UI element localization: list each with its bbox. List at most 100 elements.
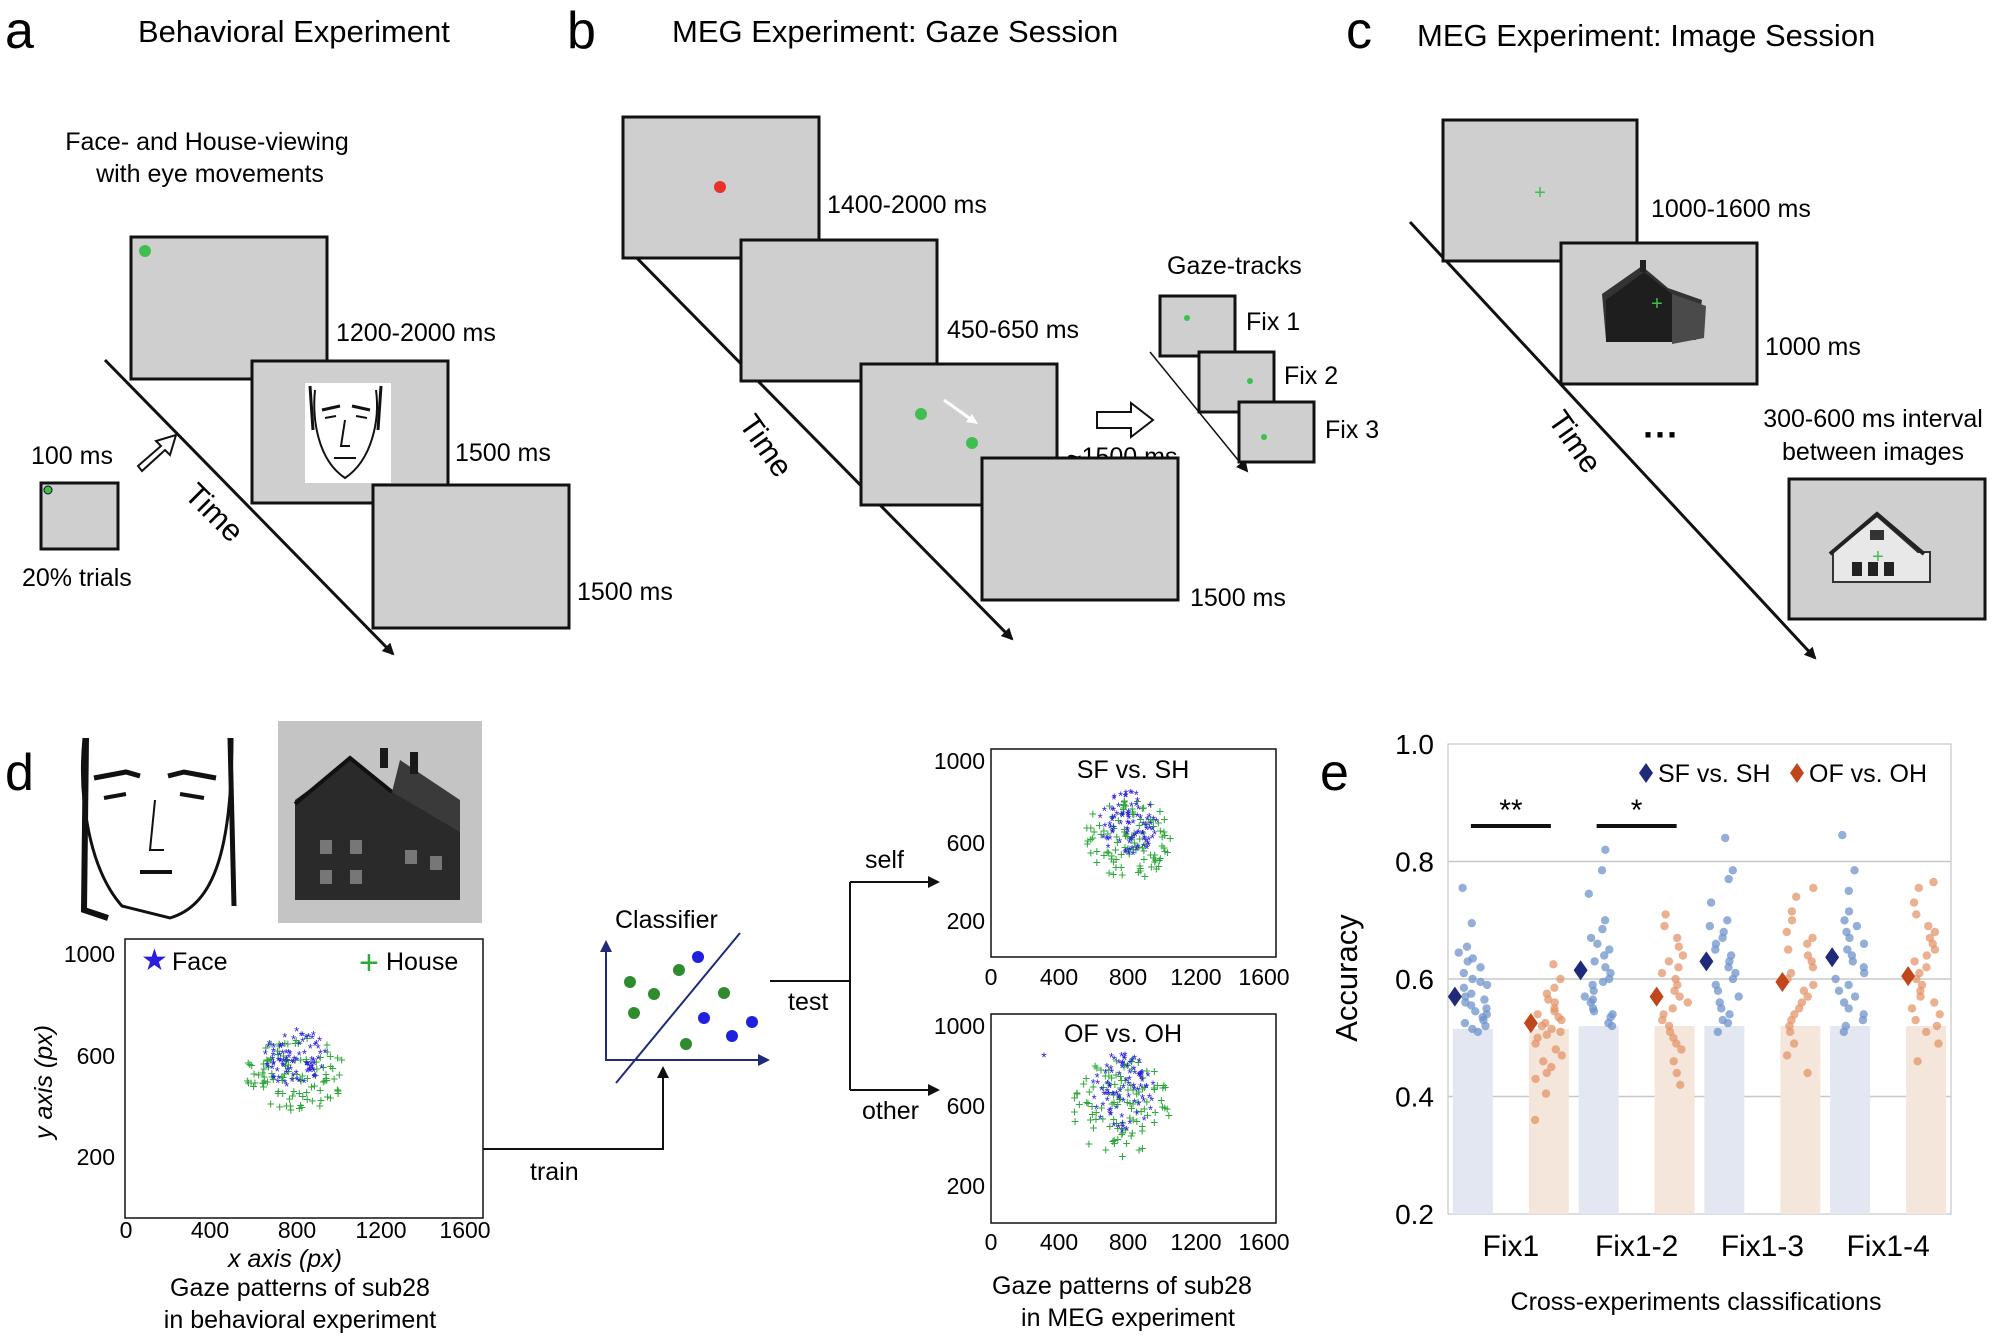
house-gaze-point: + — [1158, 1099, 1166, 1115]
face-gaze-point: * — [1134, 787, 1139, 802]
face-gaze-point: * — [1118, 817, 1123, 832]
face-gaze-point: * — [304, 1057, 309, 1072]
face-gaze-point: * — [280, 1046, 285, 1061]
face-gaze-point: * — [1140, 1074, 1145, 1089]
house-gaze-point: + — [1071, 1090, 1079, 1106]
face-gaze-point: * — [1133, 829, 1138, 844]
house-gaze-point: + — [1139, 824, 1147, 840]
interval-line-1: 300-600 ms interval — [1763, 405, 1983, 433]
house-gaze-point: + — [1161, 827, 1169, 843]
face-gaze-point: * — [1129, 833, 1134, 848]
house-gaze-point: + — [281, 1035, 289, 1051]
face-gaze-point: * — [1108, 1108, 1113, 1123]
face-gaze-point: * — [281, 1060, 286, 1075]
target-dot-icon — [966, 437, 978, 449]
significance-label: * — [1631, 794, 1643, 827]
house-gaze-point: + — [1117, 806, 1125, 822]
house-gaze-point: + — [1149, 818, 1157, 834]
subject-accuracy-point — [1550, 983, 1559, 992]
significance-label: ** — [1499, 794, 1523, 827]
subject-accuracy-point — [1601, 845, 1610, 854]
house-gaze-point: + — [316, 1082, 324, 1098]
x-tick-label: 0 — [985, 964, 998, 990]
face-gaze-point: * — [1138, 1080, 1143, 1095]
house-gaze-point: + — [327, 1058, 335, 1074]
face-gaze-point: * — [1136, 826, 1141, 841]
face-gaze-point: * — [294, 1066, 299, 1081]
house-gaze-point: + — [312, 1053, 320, 1069]
train-arrow — [483, 1066, 669, 1150]
house-gaze-point: + — [291, 1051, 299, 1067]
subject-accuracy-point — [1598, 924, 1607, 934]
subject-accuracy-point — [1556, 1027, 1565, 1037]
x-tick-label: 1600 — [1238, 964, 1289, 990]
house-gaze-point: + — [299, 1088, 307, 1104]
category-tick-label: Fix1-3 — [1721, 1230, 1804, 1263]
face-gaze-point: * — [276, 1071, 281, 1086]
house-gaze-point: + — [1139, 1080, 1147, 1096]
house-gaze-point: + — [1100, 823, 1108, 839]
screen-duration-2: 1000 ms — [1765, 333, 1861, 361]
subject-accuracy-point — [1844, 1004, 1853, 1013]
panel-a-title: Behavioral Experiment — [138, 14, 450, 49]
subject-accuracy-point — [1533, 1010, 1542, 1019]
face-gaze-point: * — [1110, 813, 1115, 828]
mean-accuracy-diamond — [1447, 986, 1462, 1007]
face-gaze-point: * — [1103, 1087, 1108, 1102]
face-gaze-point: * — [1124, 1123, 1129, 1138]
house-gaze-point: + — [1108, 848, 1116, 864]
house-gaze-point: + — [1114, 1120, 1122, 1136]
house-gaze-point: + — [1114, 812, 1122, 828]
house-gaze-point: + — [1118, 1148, 1126, 1164]
subject-accuracy-point — [1676, 1080, 1685, 1090]
house-gaze-point: + — [313, 1061, 321, 1077]
subject-accuracy-point — [1674, 963, 1683, 972]
house-gaze-point: + — [250, 1078, 258, 1094]
face-gaze-point: * — [291, 1032, 296, 1047]
subject-accuracy-point — [1664, 957, 1674, 966]
face-gaze-point: * — [1128, 786, 1133, 801]
face-gaze-point: * — [1119, 1049, 1124, 1064]
subject-accuracy-point — [1809, 883, 1818, 893]
house-gaze-point: + — [298, 1068, 306, 1084]
face-gaze-point: * — [311, 1054, 316, 1069]
face-gaze-point: * — [1135, 826, 1140, 841]
face-gaze-point: * — [310, 1063, 315, 1078]
face-gaze-point: * — [283, 1046, 288, 1061]
subject-accuracy-point — [1668, 1004, 1677, 1013]
house-gaze-point: + — [323, 1089, 331, 1105]
face-gaze-point: * — [291, 1056, 296, 1071]
house-gaze-point: + — [329, 1060, 337, 1076]
house-gaze-point: + — [1133, 1085, 1141, 1101]
subject-accuracy-point — [1461, 992, 1470, 1001]
other-label: other — [862, 1097, 919, 1125]
house-gaze-point: + — [1112, 1067, 1120, 1083]
house-gaze-point: + — [1154, 815, 1162, 831]
subject-accuracy-point — [1929, 877, 1938, 887]
house-gaze-point: + — [290, 1083, 298, 1099]
panel-letter-b: b — [567, 2, 596, 60]
house-gaze-point: + — [1120, 792, 1128, 808]
subject-accuracy-point — [1713, 1027, 1723, 1037]
time-label: Time — [1541, 404, 1609, 480]
face-gaze-point: * — [289, 1055, 294, 1070]
face-gaze-point: * — [270, 1071, 275, 1086]
house-gaze-point: + — [1150, 1081, 1158, 1097]
panel-a-description-line1: Face- and House-viewing — [65, 128, 348, 156]
house-gaze-point: + — [1086, 1111, 1094, 1127]
accuracy-y-tick-label: 0.8 — [1395, 847, 1434, 878]
subject-accuracy-point — [1721, 833, 1730, 843]
subject-accuracy-point — [1860, 968, 1869, 978]
subject-accuracy-point — [1711, 945, 1720, 954]
house-gaze-point: + — [293, 1066, 301, 1082]
house-gaze-point: + — [317, 1092, 325, 1108]
house-gaze-point: + — [323, 1072, 331, 1088]
house-gaze-point: + — [1083, 1094, 1091, 1110]
house-gaze-point: + — [297, 1071, 305, 1087]
house-gaze-point: + — [1121, 1122, 1129, 1138]
house-gaze-point: + — [260, 1073, 268, 1089]
house-gaze-point: + — [1129, 804, 1137, 820]
house-gaze-point: + — [1119, 1115, 1127, 1131]
face-gaze-point: * — [1140, 827, 1145, 842]
panel-letter-a: a — [5, 2, 34, 60]
